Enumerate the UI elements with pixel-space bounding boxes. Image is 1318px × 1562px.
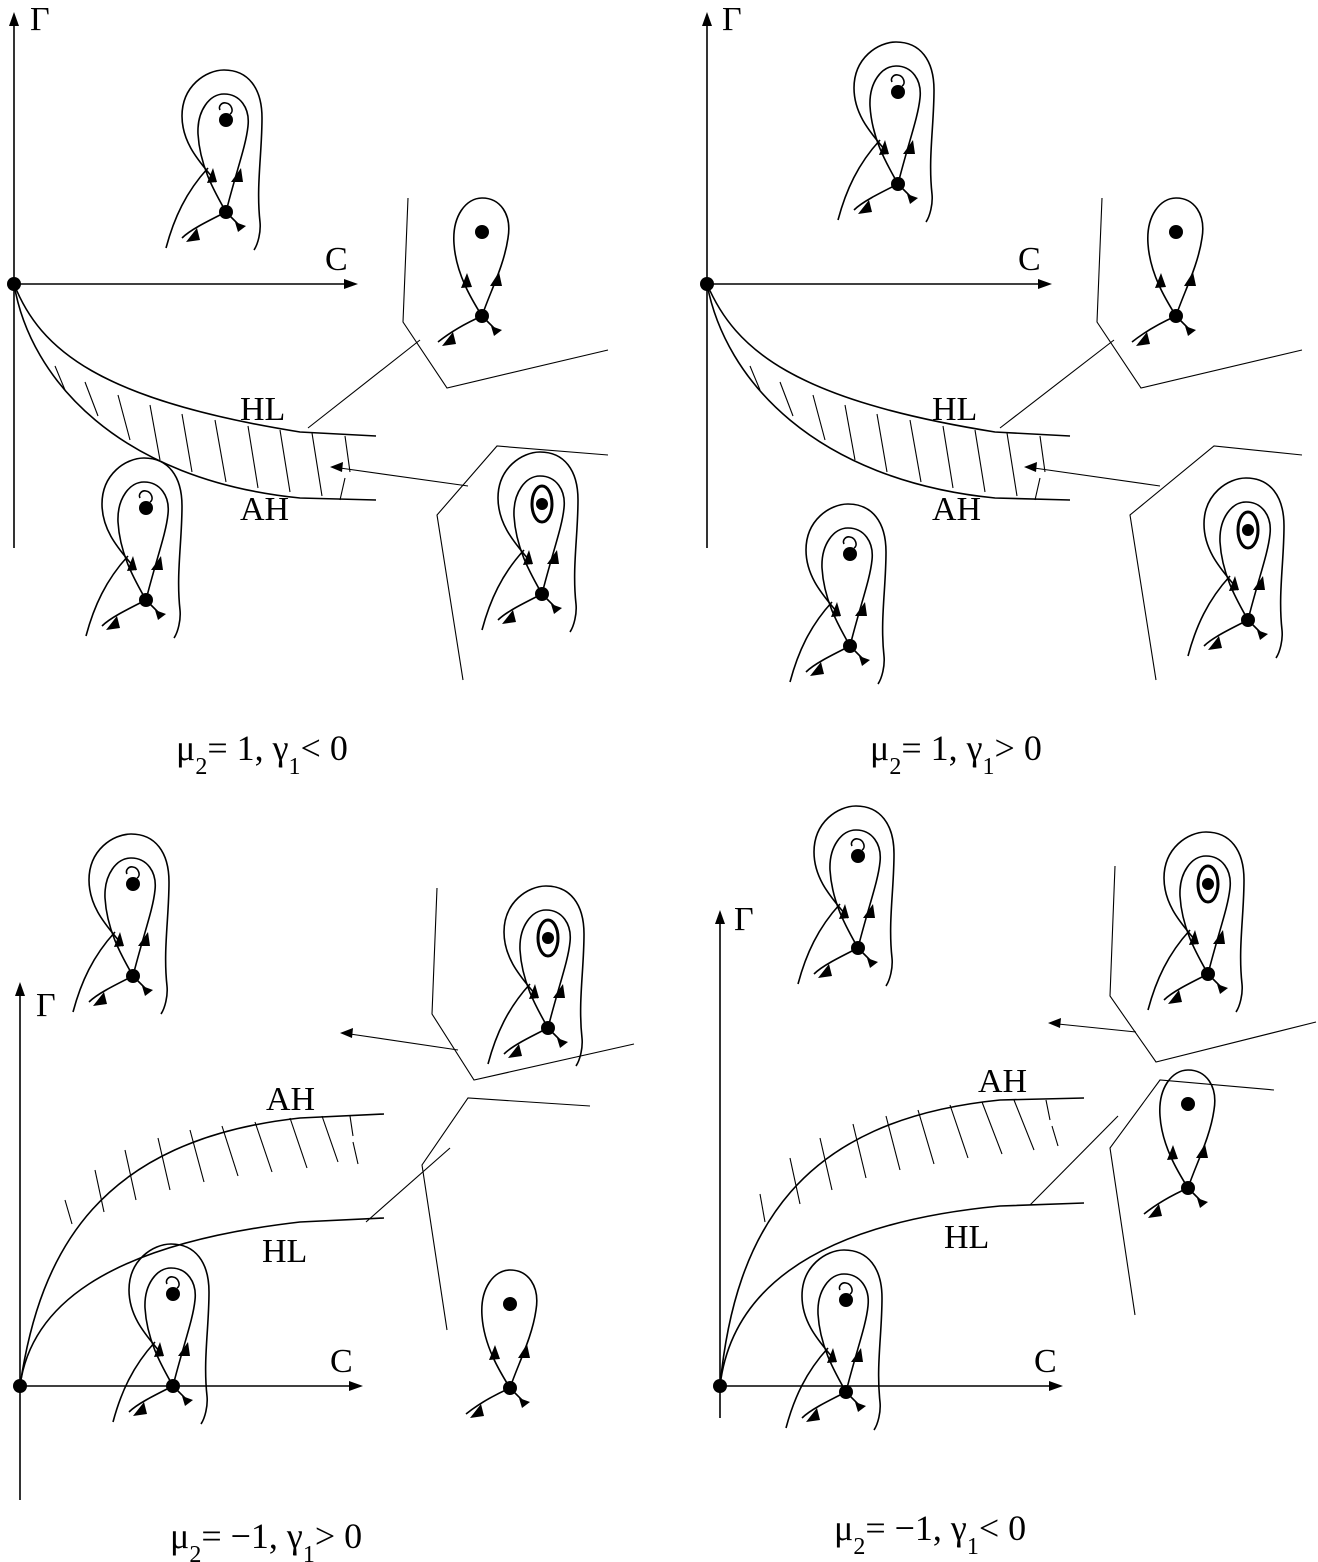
- homoclinic-loop-icon: [480, 450, 580, 634]
- panel-caption: μ2= 1, γ1> 0: [870, 728, 1042, 780]
- homoclinic-loop-icon: [1131, 197, 1204, 347]
- upper-curve-label: AH: [978, 1063, 1027, 1100]
- gamma-axis-label: Γ: [722, 1, 742, 38]
- pointer-line: [339, 467, 469, 487]
- region-boundary: [436, 445, 609, 681]
- pointer-line: [307, 339, 421, 429]
- c-axis-label: C: [1018, 241, 1041, 278]
- hatching: [64, 1115, 359, 1225]
- arrowhead-icon: [1038, 279, 1052, 289]
- homoclinic-loop-icon: [837, 41, 935, 223]
- panel-3: Γ C AH HL μ2= −1, γ1> 0: [13, 833, 635, 1562]
- homoclinic-loop-icon: [72, 833, 170, 1015]
- ah-curve: [719, 1097, 1085, 1387]
- upper-curve-label: HL: [240, 391, 285, 428]
- panel-caption: μ2= −1, γ1< 0: [834, 1508, 1026, 1560]
- homoclinic-loop-icon: [785, 1249, 883, 1431]
- arrowhead-icon: [330, 462, 343, 472]
- ah-curve: [13, 283, 377, 501]
- arrowhead-icon: [344, 279, 358, 289]
- arrowhead-icon: [9, 12, 19, 26]
- homoclinic-loop-icon: [165, 69, 263, 251]
- region-boundary: [1129, 445, 1303, 681]
- lower-curve-label: HL: [262, 1233, 307, 1270]
- homoclinic-loop-icon: [1186, 476, 1286, 660]
- pointer-line: [349, 1033, 459, 1051]
- homoclinic-loop-icon: [465, 1269, 538, 1419]
- homoclinic-loop-icon: [797, 805, 895, 987]
- ah-curve: [706, 283, 1071, 501]
- arrowhead-icon: [1024, 462, 1037, 472]
- hl-curve: [19, 1217, 385, 1387]
- hl-curve: [706, 283, 1071, 437]
- homoclinic-loop-icon: [112, 1243, 210, 1425]
- pointer-line: [1033, 467, 1161, 487]
- region-boundary: [421, 1097, 591, 1331]
- hatching: [759, 1099, 1059, 1223]
- hatching: [749, 365, 1046, 501]
- lower-curve-label: AH: [240, 491, 289, 528]
- region-boundary: [1109, 865, 1317, 1063]
- gamma-axis-label: Γ: [30, 1, 50, 38]
- upper-curve-label: AH: [266, 1081, 315, 1118]
- hl-curve: [719, 1202, 1085, 1387]
- hl-curve: [13, 283, 377, 437]
- ah-curve: [19, 1113, 385, 1387]
- homoclinic-loop-icon: [486, 884, 586, 1068]
- homoclinic-loop-icon: [85, 457, 183, 639]
- arrowhead-icon: [1049, 1381, 1063, 1391]
- c-axis-label: C: [330, 1343, 353, 1380]
- panel-caption: μ2= 1, γ1< 0: [176, 728, 348, 780]
- panel-caption: μ2= −1, γ1> 0: [170, 1516, 362, 1562]
- lower-curve-label: HL: [944, 1219, 989, 1256]
- arrowhead-icon: [15, 982, 25, 996]
- arrowhead-icon: [702, 12, 712, 26]
- gamma-axis-label: Γ: [734, 901, 754, 938]
- lower-curve-label: AH: [932, 491, 981, 528]
- region-boundary: [431, 887, 635, 1081]
- region-boundary: [402, 197, 609, 389]
- c-axis-label: C: [1034, 1343, 1057, 1380]
- arrowhead-icon: [340, 1028, 353, 1038]
- arrowhead-icon: [349, 1381, 363, 1391]
- pointer-line: [365, 1147, 451, 1223]
- homoclinic-loop-icon: [1143, 1069, 1216, 1219]
- panel-2: Γ C HL AH μ2= 1, γ1> 0: [700, 1, 1303, 780]
- region-boundary: [1109, 1079, 1275, 1316]
- gamma-axis-label: Γ: [36, 987, 56, 1024]
- arrowhead-icon: [715, 910, 725, 924]
- pointer-line: [1057, 1023, 1137, 1033]
- homoclinic-loop-icon: [437, 197, 510, 347]
- hatching: [54, 365, 351, 501]
- homoclinic-loop-icon: [1146, 830, 1246, 1014]
- panel-1: Γ C HL AH μ2= 1, γ1< 0: [7, 1, 609, 780]
- pointer-line: [999, 339, 1115, 429]
- pointer-line: [1029, 1115, 1119, 1206]
- c-axis-label: C: [325, 241, 348, 278]
- panel-4: Γ C AH HL μ2= −1, γ1< 0: [713, 805, 1317, 1560]
- upper-curve-label: HL: [932, 391, 977, 428]
- region-boundary: [1096, 197, 1303, 389]
- homoclinic-loop-icon: [789, 503, 887, 685]
- arrowhead-icon: [1048, 1018, 1061, 1028]
